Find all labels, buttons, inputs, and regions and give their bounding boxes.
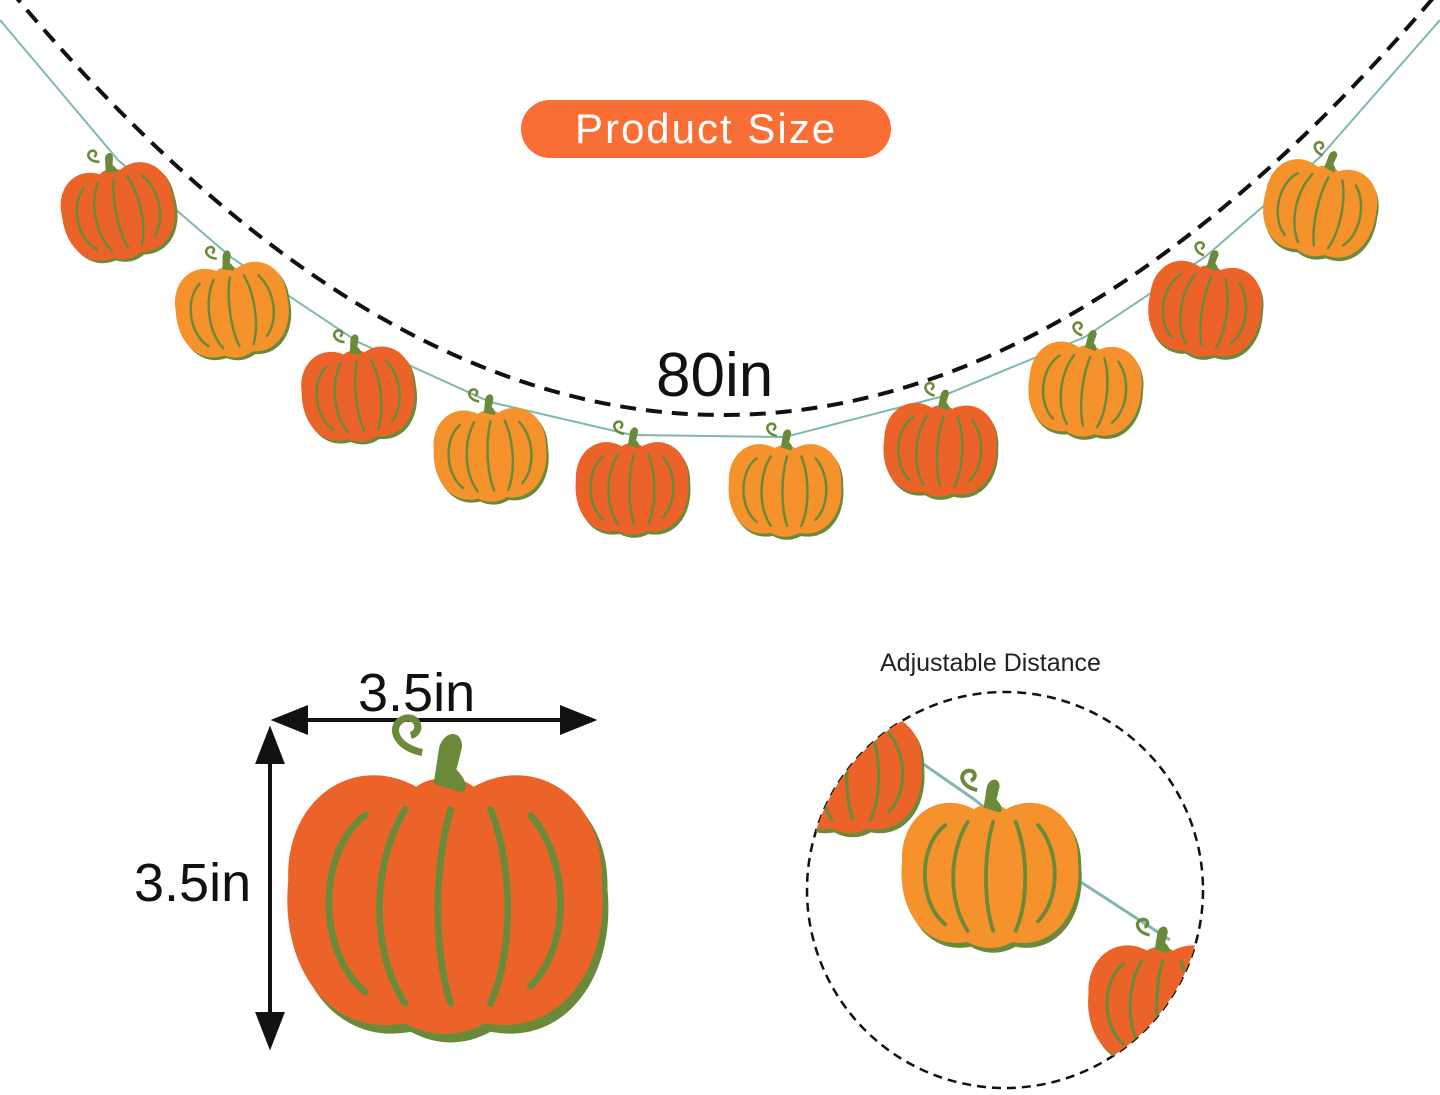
detail-pumpkin-right bbox=[1086, 917, 1203, 1069]
total-length-dashed-arc bbox=[15, 0, 1435, 417]
total-length-label: 80in bbox=[656, 341, 774, 410]
pumpkin-red bbox=[48, 134, 188, 275]
pumpkin-orange bbox=[166, 235, 299, 370]
pumpkin-orange bbox=[1022, 316, 1152, 447]
detail-pumpkin-center bbox=[901, 771, 1081, 953]
height-label: 3.5in bbox=[134, 853, 252, 913]
pumpkin-garland bbox=[48, 132, 1392, 542]
adjustable-distance-label: Adjustable Distance bbox=[880, 649, 1101, 677]
width-label: 3.5in bbox=[358, 663, 476, 723]
pumpkin-orange bbox=[1252, 132, 1392, 273]
large-pumpkin bbox=[287, 718, 608, 1043]
detail-dashed-circle bbox=[805, 690, 1205, 1090]
garland-string bbox=[0, 19, 1440, 439]
width-arrow bbox=[270, 705, 598, 735]
height-arrow bbox=[255, 725, 285, 1051]
pumpkin-orange bbox=[429, 384, 553, 509]
detail-view bbox=[807, 692, 1203, 1069]
product-size-badge: Product Size bbox=[521, 100, 891, 158]
pumpkin-red bbox=[879, 379, 1003, 505]
pumpkin-orange bbox=[727, 422, 845, 542]
pumpkin-red bbox=[574, 420, 692, 540]
